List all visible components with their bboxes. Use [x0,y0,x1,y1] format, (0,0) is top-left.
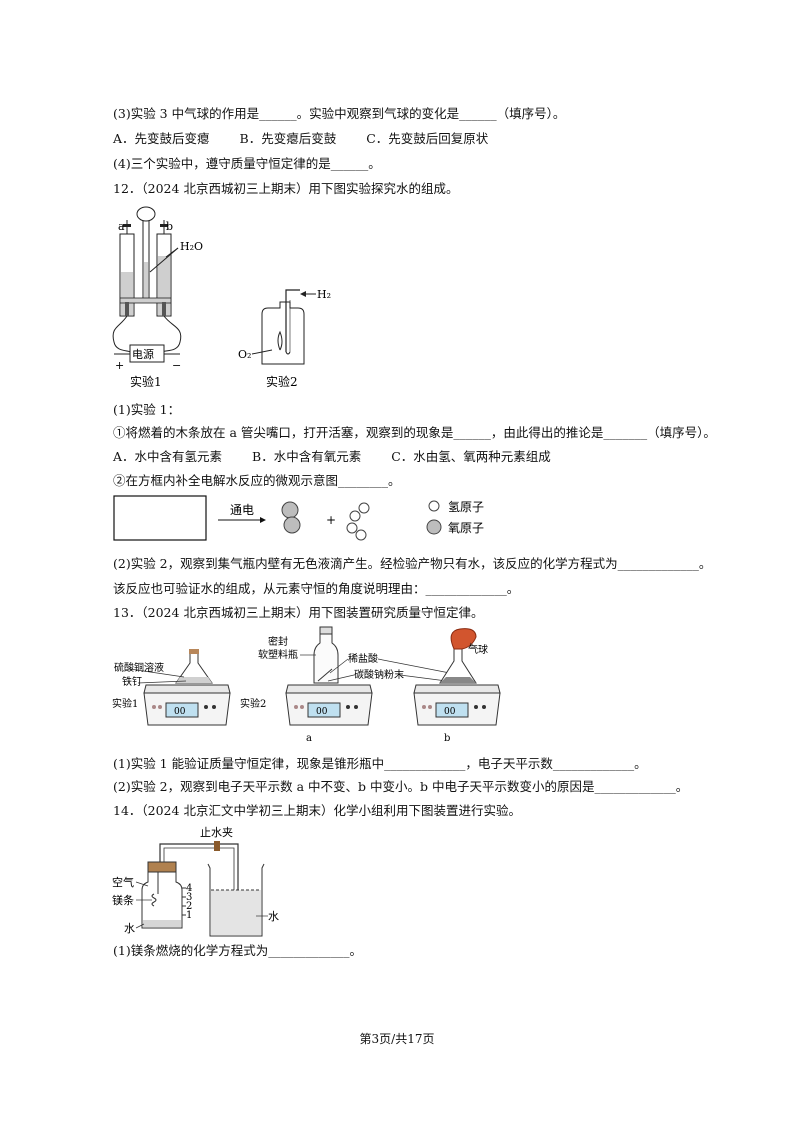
option-c: C．水由氢、氧两种元素组成 [391,449,551,464]
svg-text:00: 00 [174,707,186,717]
q13-stem: 13．（2024 北京西城初三上期末）用下图装置研究质量守恒定律。 [113,605,484,620]
svg-text:2: 2 [186,901,192,912]
label-balloon: 气球 [468,643,488,656]
caption-a: a [306,733,312,744]
q14-part1: (1)镁条燃烧的化学方程式为_____________。 [113,943,362,958]
label-water-right: 水 [268,910,279,923]
q11-part3: (3)实验 3 中气球的作用是______。实验中观察到气球的变化是______… [113,106,566,121]
legend-oxygen: 氧原子 [448,521,484,535]
caption-exp1: 实验1 [130,374,162,389]
plus-sign: + [326,513,336,527]
label-power: 电源 [132,347,154,361]
q12-part1a-options: A．水中含有氢元素 B．水中含有氧元素 C．水由氢、氧两种元素组成 [113,449,577,465]
q12-part2b: 该反应也可验证水的组成，从元素守恒的角度说明理由：_____________。 [113,581,520,596]
label-hcl: 稀盐酸 [348,652,378,665]
caption-exp2: 实验2 [266,374,298,389]
q13-part1: (1)实验 1 能验证质量守恒定律，现象是锥形瓶中_____________，电… [113,756,647,771]
arrow-label: 通电 [230,503,254,517]
label-air: 空气 [112,875,134,889]
option-a: A．先变鼓后变瘪 [113,131,210,146]
label-o2: O₂ [238,348,251,361]
option-a: A．水中含有氢元素 [113,449,223,464]
label-h2: H₂ [317,288,331,301]
micro-diagram: 通电 + 氢原子 氧原子 [110,494,530,546]
label-minus: − [172,359,181,372]
q11-part4: (4)三个实验中，遵守质量守恒定律的是______。 [113,156,381,171]
figure-q13: 00 硫酸铜溶液 铁钉 实验1 实验2 00 密封 软塑料瓶 稀盐酸 碳酸钠粉末… [110,625,510,750]
label-clamp: 止水夹 [200,826,233,839]
label-na2co3: 碳酸钠粉末 [354,668,404,681]
q12-part2a: (2)实验 2，观察到集气瓶内壁有无色液滴产生。经检验产物只有水，该反应的化学方… [113,556,712,571]
q12-stem: 12．（2024 北京西城初三上期末）用下图实验探究水的组成。 [113,181,459,196]
option-b: B．先变瘪后变鼓 [239,131,337,146]
label-plastic-bottle: 软塑料瓶 [258,648,298,661]
label-sealed: 密封 [268,635,288,648]
label-exp2: 实验2 [240,697,266,710]
q12-part1a: ①将燃着的木条放在 a 管尖嘴口，打开活塞，观察到的现象是______，由此得出… [113,425,716,440]
svg-text:3: 3 [186,892,192,903]
caption-b: b [444,733,450,744]
figure-q14: 止水夹 4 3 2 1 空气 镁条 水 水 [110,824,300,942]
q14-stem: 14．（2024 北京汇文中学初三上期末）化学小组利用下图装置进行实验。 [113,803,521,818]
label-nail: 铁钉 [122,675,142,688]
q11-part3-options: A．先变鼓后变瘪 B．先变瘪后变鼓 C．先变鼓后回复原状 [113,131,514,147]
label-exp1: 实验1 [112,697,138,710]
label-magnesium: 镁条 [112,893,134,907]
svg-text:1: 1 [186,910,192,921]
q12-part1: (1)实验 1： [113,402,181,417]
q13-part2: (2)实验 2，观察到电子天平示数 a 中不变、b 中变小。b 中电子天平示数变… [113,779,689,794]
label-water-left: 水 [124,922,135,935]
answer-box [113,495,207,541]
q12-part1b: ②在方框内补全电解水反应的微观示意图________。 [113,473,401,488]
legend-hydrogen: 氢原子 [448,499,484,514]
figure-q12: H₂O a b 电源 + − 实验1 H₂ O₂ 实验2 [110,202,340,392]
label-a: a [118,220,125,233]
option-c: C．先变鼓后回复原状 [366,131,489,146]
svg-text:4: 4 [186,883,192,894]
label-b: b [166,220,173,233]
option-b: B．水中含有氧元素 [252,449,362,464]
label-cuso4: 硫酸铜溶液 [114,661,164,674]
page-footer: 第3页/共17页 [359,1032,435,1046]
label-h2o: H₂O [180,240,203,253]
svg-text:00: 00 [316,707,328,717]
label-plus: + [115,359,124,372]
svg-text:00: 00 [444,707,456,717]
